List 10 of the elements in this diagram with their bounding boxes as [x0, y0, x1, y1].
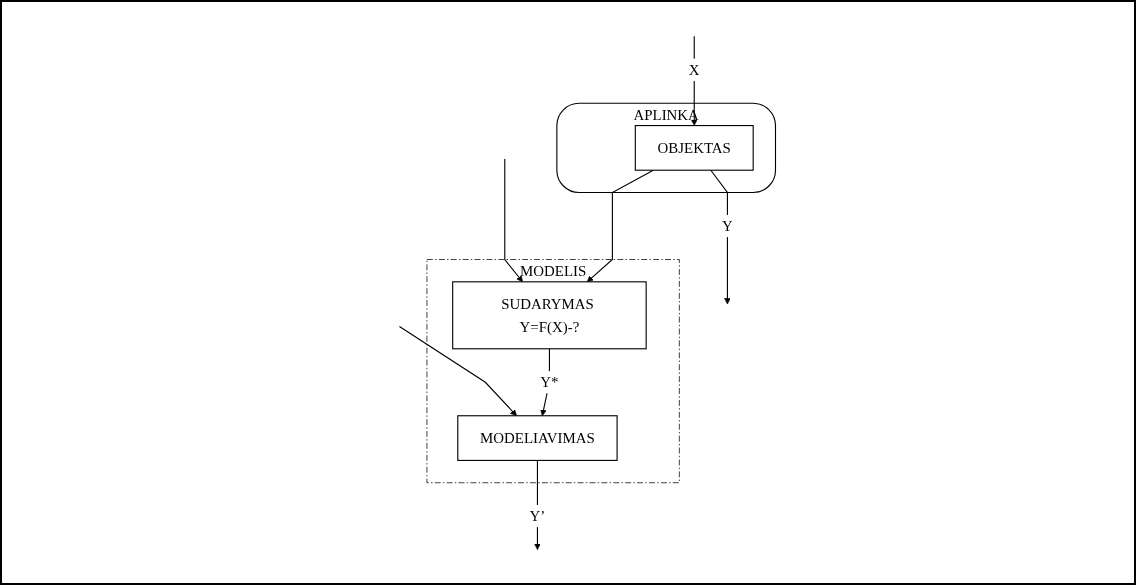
arrow: [710, 169, 731, 304]
arrow: [540, 347, 551, 416]
arrow: [504, 158, 524, 282]
process-box: SUDARYMAS Y=F(X)-?: [452, 280, 647, 349]
arrow: [534, 459, 541, 550]
arrow: [691, 35, 698, 126]
process-box: OBJEKTAS: [635, 124, 754, 171]
arrow: [399, 325, 518, 416]
process-box: MODELIAVIMAS: [457, 414, 618, 461]
arrow: [587, 169, 655, 282]
